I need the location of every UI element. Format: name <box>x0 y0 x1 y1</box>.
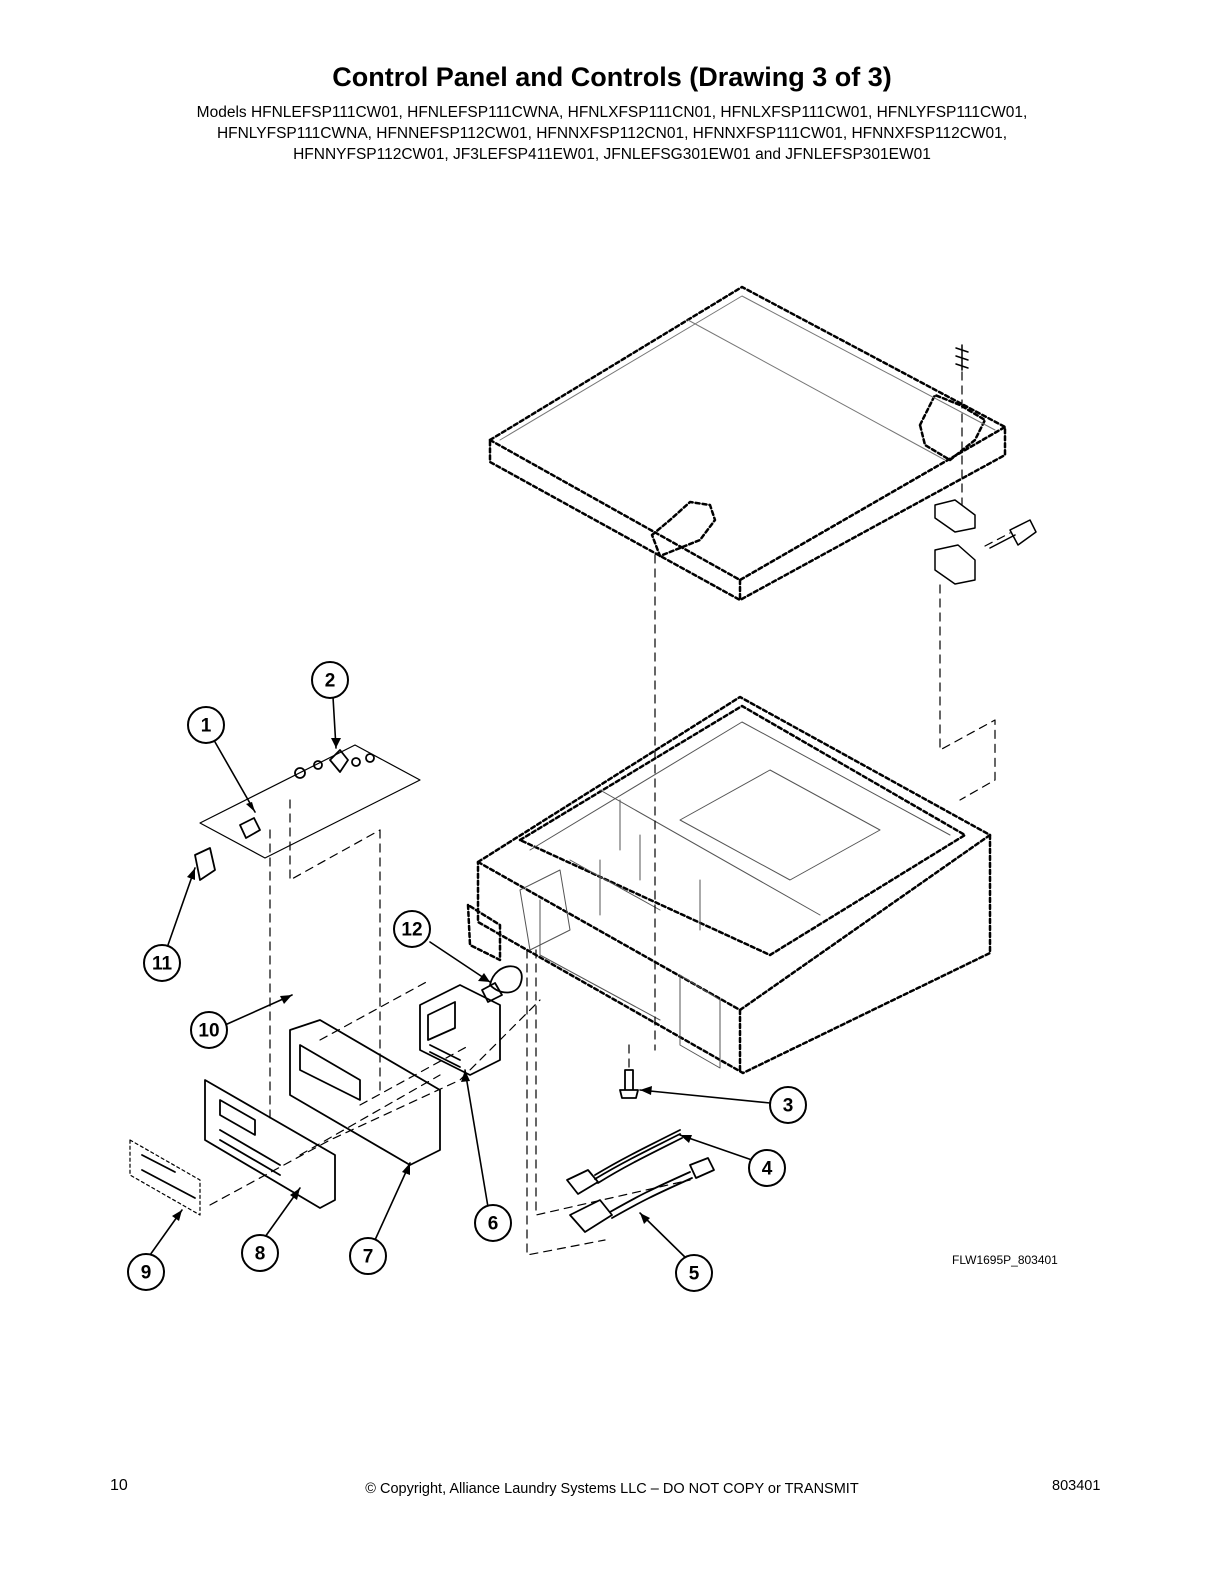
callout-label-4: 4 <box>762 1159 773 1180</box>
callout-label-3: 3 <box>783 1096 794 1117</box>
callout-label-2: 2 <box>325 671 336 692</box>
top-lid <box>488 285 1007 602</box>
cabinet <box>466 695 992 1075</box>
leader-4 <box>679 1134 753 1161</box>
screw-and-wire-harnesses <box>566 1069 715 1233</box>
model-line: HFNLYFSP111CWNA, HFNNEFSP112CW01, HFNNXF… <box>216 125 1008 142</box>
copyright-notice: © Copyright, Alliance Laundry Systems LL… <box>365 1481 859 1497</box>
lid-inner-edge <box>499 295 996 461</box>
leader-11 <box>167 867 196 946</box>
leader-1 <box>214 741 256 813</box>
leader-10 <box>224 994 293 1026</box>
model-list: Models HFNLEFSP111CW01, HFNLEFSP111CWNA,… <box>90 102 1134 165</box>
page-title: Control Panel and Controls (Drawing 3 of… <box>332 62 892 92</box>
callout-label-11: 11 <box>152 954 173 975</box>
callout-label-12: 12 <box>401 920 422 941</box>
model-line: HFNNYFSP112CW01, JF3LEFSP411EW01, JFNLEF… <box>293 146 931 163</box>
leader-12 <box>429 941 491 983</box>
leader-5 <box>639 1212 691 1263</box>
page-number: 10 <box>110 1477 128 1494</box>
harness-and-controller <box>419 965 523 1076</box>
callout-label-1: 1 <box>201 716 212 737</box>
cabinet-interior <box>519 721 951 1069</box>
console-panels <box>129 1019 441 1216</box>
leader-3 <box>639 1089 771 1104</box>
hinge-assembly <box>934 344 1037 585</box>
callout-label-10: 10 <box>198 1021 219 1042</box>
callout-label-9: 9 <box>141 1263 152 1284</box>
leader-dashed <box>939 371 1011 801</box>
document-number: 803401 <box>1052 1478 1101 1494</box>
callout-label-6: 6 <box>488 1214 499 1235</box>
callout-label-8: 8 <box>255 1244 266 1265</box>
model-line: Models HFNLEFSP111CW01, HFNLEFSP111CWNA,… <box>196 104 1028 121</box>
leader-lines <box>209 554 691 1256</box>
leader-7 <box>374 1162 411 1241</box>
callout-label-5: 5 <box>689 1264 700 1285</box>
callout-circles <box>127 661 807 1292</box>
drawing-id: FLW1695P_803401 <box>952 1253 1058 1267</box>
callout-label-7: 7 <box>363 1247 374 1268</box>
arrowheads <box>172 738 692 1224</box>
lock-assembly <box>194 744 421 881</box>
leader-6 <box>464 1069 489 1208</box>
